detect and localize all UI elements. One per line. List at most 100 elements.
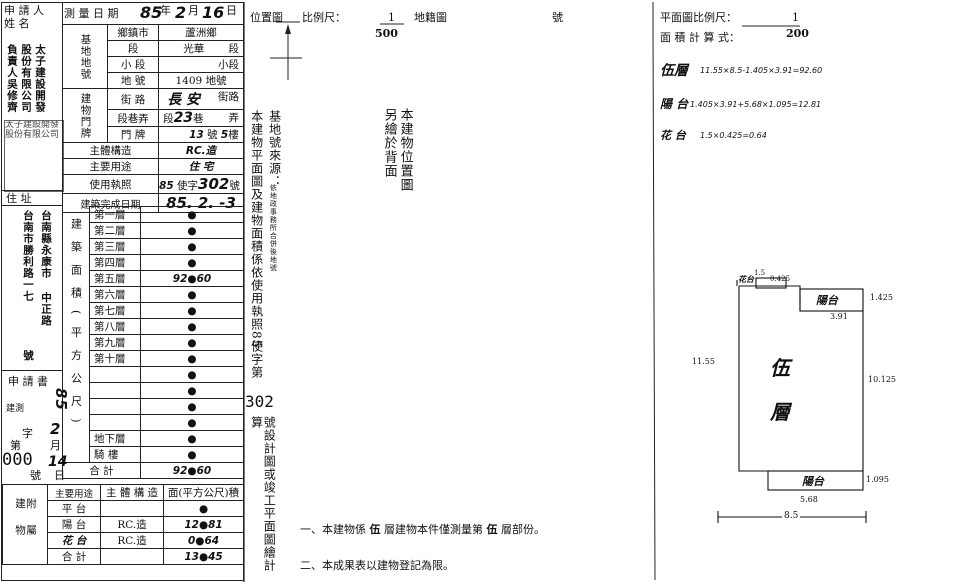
floor-row: ●: [62, 382, 244, 399]
attached-area-3: 0●64: [163, 532, 244, 549]
applicant-name-1: 太子建設開發: [34, 44, 47, 113]
floor-value: ●: [140, 398, 244, 415]
calc-key-2: 陽 台: [660, 97, 689, 111]
application-mid: 建測: [6, 404, 25, 414]
attached-use-1: 平 台: [47, 500, 102, 517]
usage-label: 主要用途: [61, 158, 160, 175]
building-door-group: 建物門牌: [79, 92, 92, 139]
scale-num: 1: [388, 11, 395, 24]
company-stamp: 太子建設開發股份有限公司: [4, 120, 64, 192]
base-source-label: 基地號來源：: [267, 110, 282, 188]
floor-name: 第十層: [89, 350, 141, 367]
stamp-text: 太子建設開發股份有限公司: [5, 120, 60, 140]
application-day: 14: [48, 454, 68, 470]
floor-row: 第三層●: [62, 238, 244, 255]
floor-value: ●: [140, 430, 244, 447]
source-note-3: 號設計圖或竣工平面圖繪計算: [249, 416, 277, 572]
attached-struct-1: [100, 500, 165, 517]
lot-unit: 地號: [205, 75, 227, 87]
floor-plan-drawing: [717, 277, 867, 523]
application-month-unit: 月: [50, 439, 61, 452]
application-hao: 號: [30, 469, 41, 482]
plan-floor-label-2: 層: [770, 400, 790, 424]
floor-value: 92●60: [140, 270, 244, 287]
applicant-label: 申 請 人: [4, 4, 44, 17]
balcony-bottom: 陽台: [802, 475, 824, 488]
dim-left: 11.55: [692, 357, 715, 366]
floor-row: 第八層●: [62, 318, 244, 335]
base-lot-table: 基地地號 鄉鎮市 蘆洲鄉 段 光華 段 小 段 小段 地 號 1409 地號 建…: [61, 24, 244, 213]
dim-top-right: 1.425: [870, 293, 893, 302]
section-unit: 段: [228, 43, 240, 55]
balcony-top: 陽台: [816, 294, 838, 307]
usage-value: 住 宅: [158, 158, 244, 175]
structure-label: 主體構造: [61, 142, 160, 159]
floor-name: 第一層: [89, 206, 141, 223]
section-label: 段: [107, 40, 160, 57]
floor-value: ●: [140, 206, 244, 223]
address-line-2: 中正路: [40, 292, 53, 327]
floor-name: 地下層: [89, 430, 141, 447]
note-1: 一、本建物係 伍 層建物本件僅測量第 伍 層部份。: [300, 524, 545, 535]
base-source-note: 依地政事務所合併後地號: [269, 184, 278, 272]
application-zi: 字: [22, 427, 33, 440]
note-1-mid: 層建物本件僅測量第: [384, 523, 483, 536]
application-di: 第: [10, 439, 21, 452]
base-lot-group: 基地地號: [79, 33, 92, 80]
calc-key-3: 花 台: [660, 129, 686, 142]
cadastral-hao: 號: [552, 11, 563, 24]
address-line-3: 台南市勝利路一七: [22, 210, 35, 302]
floor-value: ●: [140, 414, 244, 431]
license-unit: 號: [229, 180, 240, 192]
dim-85: 8.5: [782, 511, 801, 521]
floor-value: ●: [140, 382, 244, 399]
survey-date-label: 測 量 日 期: [64, 7, 119, 20]
location-label: 位置圖: [250, 11, 283, 24]
license-number: 302: [198, 175, 230, 193]
structure-value: RC.造: [158, 142, 244, 159]
floor-row: 第一層●: [62, 206, 244, 223]
attached-use-3: 花 台: [47, 532, 102, 549]
floor-row: 第七層●: [62, 302, 244, 319]
dim-1095: 1.095: [866, 475, 889, 484]
position-note-2: 另繪於背面: [381, 108, 397, 178]
calc-val-3: 1.5×0.425=0.64: [700, 131, 767, 140]
calc-label: 面 積 計 算 式：: [660, 31, 740, 44]
floor-name: 第六層: [89, 286, 141, 303]
col-area: 面(平方公尺)積: [163, 484, 244, 501]
floor-name: [89, 382, 141, 399]
lot-label: 地 號: [107, 72, 160, 89]
town-value: 蘆洲鄉: [158, 24, 244, 41]
floor-row: 第二層●: [62, 222, 244, 239]
floor-row: ●: [62, 398, 244, 415]
town-label: 鄉鎮市: [107, 24, 160, 41]
dim-391: 3.91: [830, 312, 848, 321]
scale-den: 500: [375, 27, 398, 40]
survey-month: 2: [175, 3, 187, 22]
floor-value: ●: [140, 366, 244, 383]
floor-value: 5: [220, 129, 229, 141]
floor-row: 第九層●: [62, 334, 244, 351]
section-value: 光華: [183, 43, 205, 55]
lot-value: 1409: [175, 75, 203, 87]
door-number-unit: 號: [207, 129, 218, 141]
name-label: 姓 名: [4, 17, 30, 30]
source-note-2: 使字第: [249, 340, 264, 379]
flower-platform: 花台: [738, 275, 754, 284]
floor-value: ●: [140, 254, 244, 271]
license-label: 使用執照: [61, 174, 160, 194]
cadastral-label: 地籍圖: [414, 11, 447, 24]
attached-area-4: 13●45: [163, 548, 244, 565]
address-label: 住 址: [6, 192, 32, 205]
floor-name: 第四層: [89, 254, 141, 271]
col-struct: 主 體 構 造: [100, 484, 165, 501]
attached-group: 附屬建物: [14, 498, 38, 551]
address-line-4: 號: [22, 350, 35, 362]
source-note-num: 302: [245, 392, 274, 411]
floor-name: 第八層: [89, 318, 141, 335]
attached-use-4: 合 計: [47, 548, 102, 565]
door-number-value: 13: [189, 129, 204, 141]
floor-value: ●: [140, 318, 244, 335]
plan-floor-label-1: 伍: [770, 356, 790, 380]
